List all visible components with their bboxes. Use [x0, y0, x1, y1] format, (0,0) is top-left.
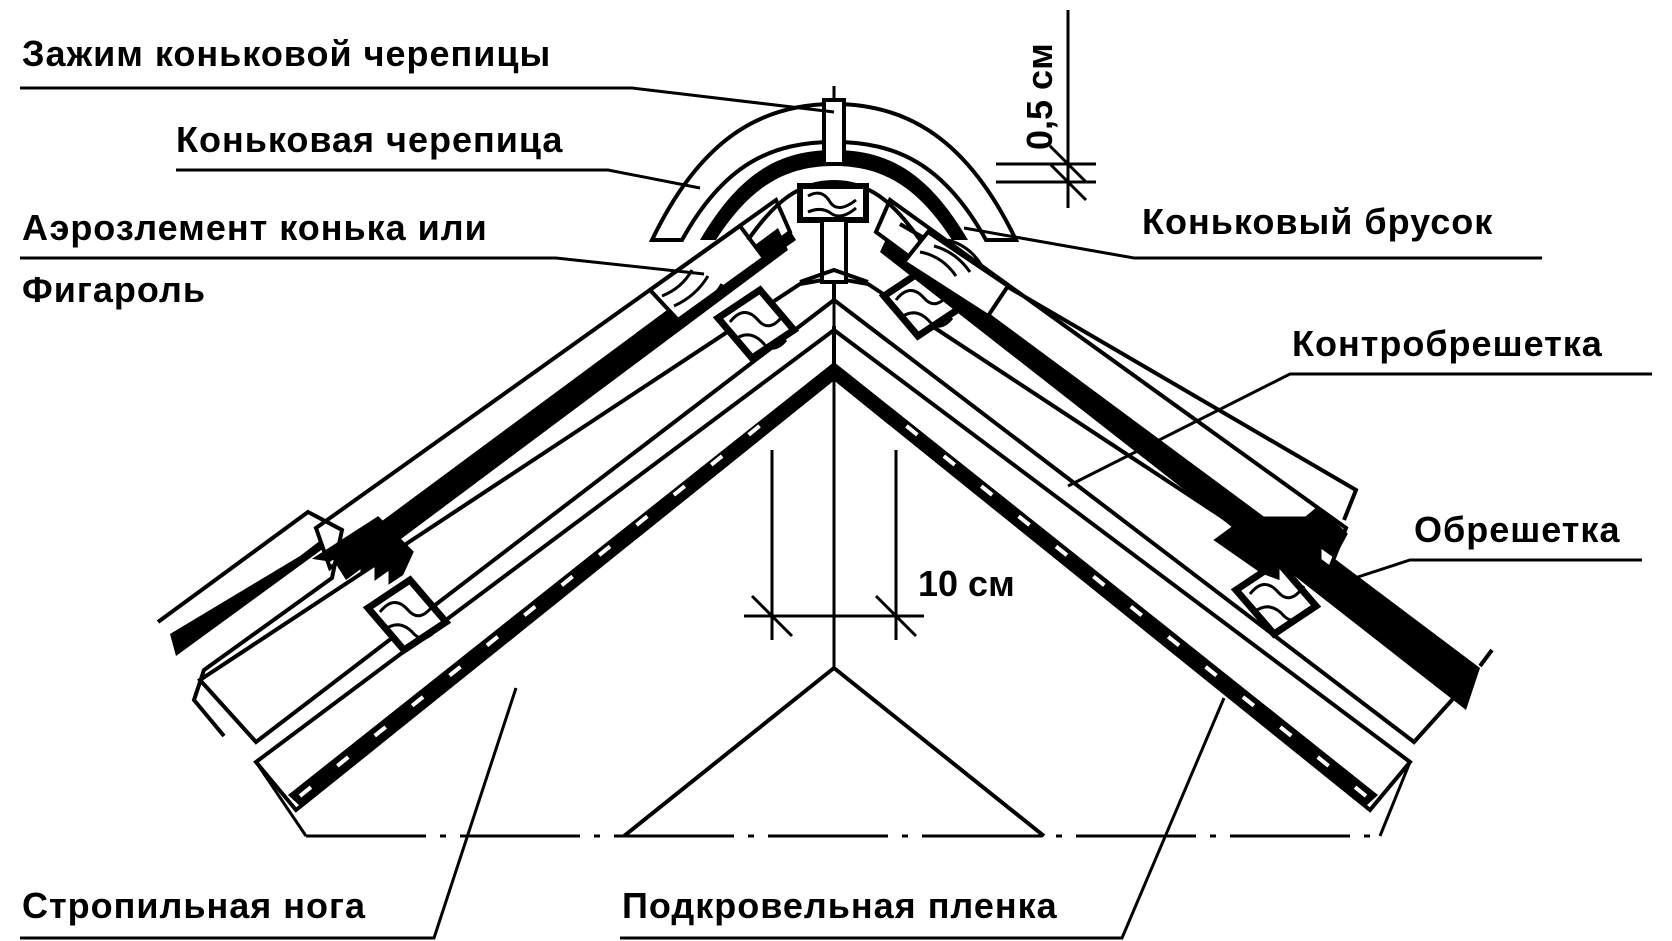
ridge-tile-inner — [700, 150, 968, 240]
right-underlay-dashes — [902, 422, 1368, 798]
left-tile-lock — [311, 516, 414, 585]
dim-10cm: 10 см — [744, 450, 1015, 640]
label-counter-batten: Контробрешетка — [1292, 323, 1603, 364]
label-ridge-aero-line1: Аэрозлемент конька или — [22, 207, 488, 248]
dim-0-5cm-label: 0,5 см — [1019, 43, 1060, 150]
left-battens — [362, 285, 800, 655]
label-ridge-clamp: Зажим коньковой черепицы — [22, 33, 551, 74]
right-slope — [832, 196, 1494, 813]
label-rafter: Стропильная нога — [22, 885, 366, 926]
label-ridge-batten: Коньковый брусок — [1142, 201, 1493, 242]
left-tile-edge — [156, 509, 345, 738]
leader-lines — [20, 86, 1652, 940]
label-batten: Обрешетка — [1414, 509, 1620, 550]
ceiling-triangle — [622, 665, 1046, 838]
ridge-axis-cap — [799, 267, 869, 284]
left-underlay-dashes — [298, 422, 764, 798]
ridge-clamp — [822, 98, 846, 166]
ridge-batten-holder — [820, 218, 848, 284]
left-aero-element — [646, 223, 767, 323]
right-tile-edge — [898, 222, 1494, 668]
label-ridge-aero-line2: Фигароль — [22, 269, 206, 310]
right-underlay — [834, 362, 1378, 806]
ridge-tile — [648, 101, 1020, 242]
right-tile-lock — [1213, 506, 1348, 581]
left-slope — [156, 196, 836, 813]
label-underlay: Подкровельная пленка — [622, 885, 1058, 926]
ridge-assembly — [648, 86, 1020, 668]
dim-10cm-label: 10 см — [918, 563, 1015, 604]
label-ridge-tile: Коньковая черепица — [176, 119, 563, 160]
dim-0-5cm: 0,5 см — [996, 10, 1096, 208]
